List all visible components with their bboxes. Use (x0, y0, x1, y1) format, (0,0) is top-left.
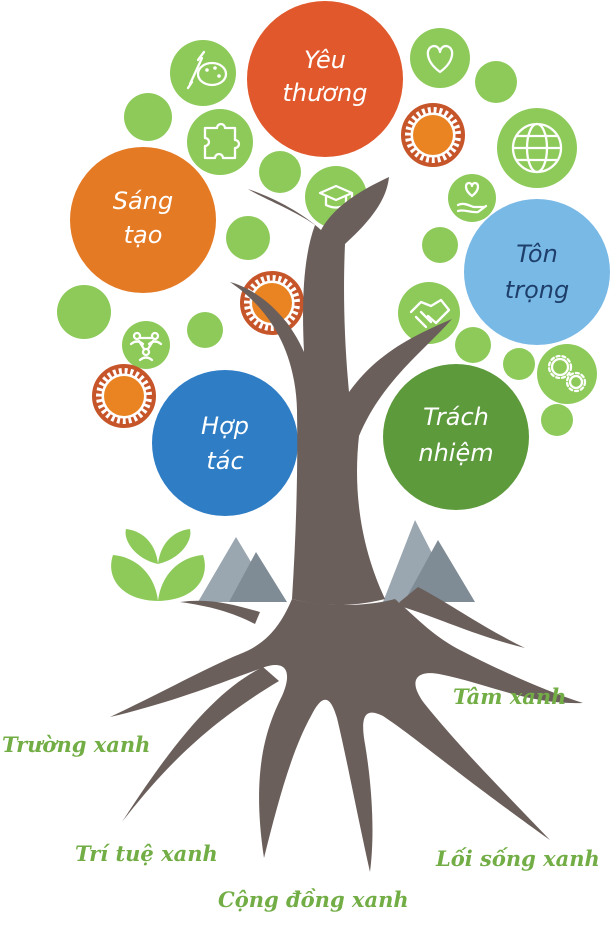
value-hop-tac-line2: tác (206, 447, 243, 475)
green-dot (226, 216, 270, 260)
heart-icon (410, 28, 470, 88)
value-trach-nhiem-line1: Trách (423, 403, 489, 431)
root-label-cong-dong-xanh: Cộng đồng xanh (218, 887, 409, 912)
value-yeu-thuong-line1: Yêu (304, 46, 346, 74)
tree-trunk (110, 177, 583, 872)
art-palette-icon (170, 40, 236, 106)
hand-heart-icon (448, 174, 496, 222)
green-dot (124, 93, 172, 141)
value-sang-tao-line2: tạo (124, 221, 163, 249)
value-hop-tac: Hợp tác (152, 370, 298, 516)
sprout-icon (111, 529, 205, 601)
green-dot (422, 227, 458, 263)
gears-icon (537, 344, 597, 404)
mountains-right (383, 520, 475, 602)
value-yeu-thuong-line2: thương (283, 79, 368, 107)
value-ton-trong-line1: Tôn (516, 240, 558, 268)
value-ton-trong-line2: trọng (505, 276, 569, 304)
decorative-green-circles (57, 61, 573, 436)
green-dot (455, 327, 491, 363)
globe-icon (497, 108, 577, 188)
sun-decoration (94, 366, 154, 426)
value-hop-tac-line1: Hợp (201, 412, 249, 440)
sun-decoration (403, 105, 463, 165)
value-sang-tao: Sáng tạo (70, 147, 216, 293)
mountains-left (198, 537, 287, 602)
handshake-icon (398, 282, 460, 344)
root-label-loi-song-xanh: Lối sống xanh (435, 846, 600, 871)
puzzle-icon (187, 109, 253, 175)
value-trach-nhiem: Trách nhiệm (383, 364, 529, 510)
green-dot (503, 348, 535, 380)
root-label-tam-xanh: Tâm xanh (453, 684, 566, 709)
value-sang-tao-line1: Sáng (113, 187, 173, 215)
green-dot (259, 151, 301, 193)
green-dot (187, 312, 223, 348)
value-ton-trong: Tôn trọng (464, 199, 610, 345)
value-yeu-thuong: Yêu thương (247, 1, 403, 157)
root-label-tri-tue-xanh: Trí tuệ xanh (75, 841, 218, 866)
value-trach-nhiem-line2: nhiệm (418, 439, 493, 467)
green-dot (541, 404, 573, 436)
green-dot (475, 61, 517, 103)
green-dot (57, 285, 111, 339)
people-network-icon (122, 321, 170, 369)
root-label-truong-xanh: Trường xanh (2, 732, 150, 757)
